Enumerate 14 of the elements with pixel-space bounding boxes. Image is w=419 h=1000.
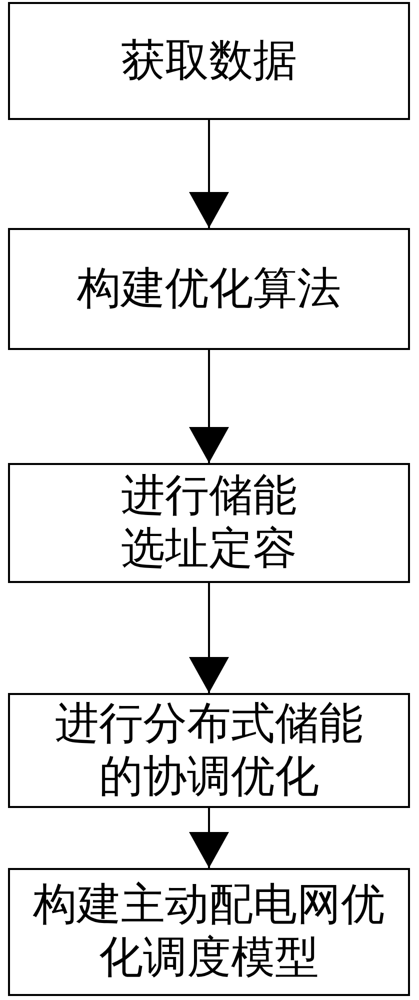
- process-box: [8, 463, 410, 583]
- step-text: 构建主动配电网优化调度模型: [32, 879, 386, 985]
- arrow: [189, 808, 229, 868]
- process-box: [8, 868, 410, 996]
- process-box: [8, 693, 410, 808]
- arrow: [189, 583, 229, 693]
- step-text: 进行分布式储能的协调优化: [54, 698, 364, 804]
- step-text: 进行储能选址定容: [120, 470, 298, 576]
- process-box: [8, 228, 410, 350]
- process-box: [8, 2, 410, 120]
- step-text: 获取数据: [120, 34, 298, 88]
- arrow: [189, 350, 229, 463]
- step-text: 构建优化算法: [76, 262, 342, 316]
- arrow: [189, 120, 229, 228]
